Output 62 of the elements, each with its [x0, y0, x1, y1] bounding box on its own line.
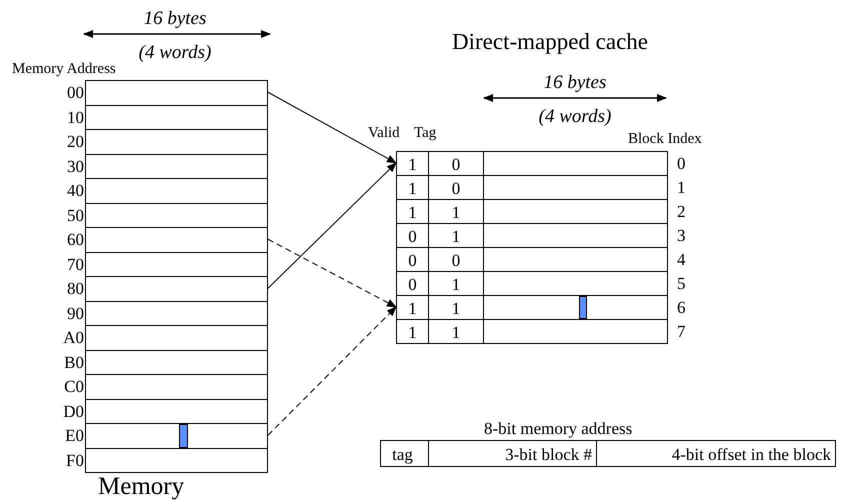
cache-data-row [396, 271, 668, 296]
cache-data-row [396, 247, 668, 272]
address-label: 60 [67, 231, 84, 248]
cache-data-row [396, 319, 668, 344]
dimension-label: 16 bytes (4 words) [138, 7, 212, 65]
memory-row [85, 300, 268, 326]
memory-row [85, 448, 268, 473]
address-field: 3-bit block # [428, 440, 597, 467]
block-index: 5 [677, 275, 686, 292]
cache-data-row [396, 175, 668, 200]
memory-row [85, 227, 268, 252]
dimension-label: 16 bytes (4 words) [538, 71, 612, 129]
address-label: A0 [63, 329, 84, 346]
block-index: 3 [677, 227, 686, 244]
memory-row [85, 129, 268, 154]
field-heading: 8-bit memory address [484, 420, 632, 437]
address-label: 00 [67, 84, 84, 101]
block-index: 1 [677, 179, 686, 196]
memory-row [85, 325, 268, 350]
memory-row [85, 398, 268, 424]
address-label: E0 [65, 427, 84, 444]
arrow [268, 162, 397, 289]
heading: Direct-mapped cache [452, 30, 648, 53]
column-heading: Tag [414, 126, 436, 141]
block-index: 6 [677, 299, 686, 316]
address-field: 4-bit offset in the block [596, 440, 836, 467]
address-label: 20 [67, 133, 84, 150]
address-label: 40 [67, 182, 84, 199]
address-label: 50 [67, 206, 84, 224]
memory-row [85, 80, 268, 106]
memory-row [85, 276, 268, 302]
address-label: F0 [66, 452, 84, 468]
arrow [268, 92, 397, 164]
block-index: 2 [677, 203, 686, 220]
block-index: 7 [677, 323, 686, 340]
address-label: 70 [67, 256, 84, 272]
memory-row [85, 374, 268, 400]
memory-row [85, 350, 268, 375]
memory-row [85, 178, 268, 204]
column-heading: Block Index [628, 132, 702, 147]
cache-data-row [396, 199, 668, 224]
memory-row [85, 252, 268, 277]
column-heading: Valid [368, 126, 400, 141]
arrow [268, 306, 397, 436]
memory-row [85, 104, 268, 130]
caption: Memory [98, 474, 184, 499]
block-index: 4 [677, 251, 686, 268]
address-label: 30 [67, 158, 84, 174]
block-index: 0 [677, 155, 686, 172]
arrow [268, 238, 397, 308]
cache-data-row [396, 223, 668, 248]
address-label: 90 [67, 304, 84, 322]
axis-heading: Memory Address [12, 62, 116, 77]
memory-row [85, 154, 268, 179]
address-field: tag [380, 440, 429, 467]
memory-row [85, 202, 268, 228]
address-label: C0 [64, 378, 84, 395]
address-label: 80 [67, 280, 84, 297]
cache-data-row [396, 151, 668, 176]
address-label: 10 [67, 108, 84, 126]
address-label: D0 [63, 402, 84, 420]
address-label: B0 [64, 354, 84, 370]
